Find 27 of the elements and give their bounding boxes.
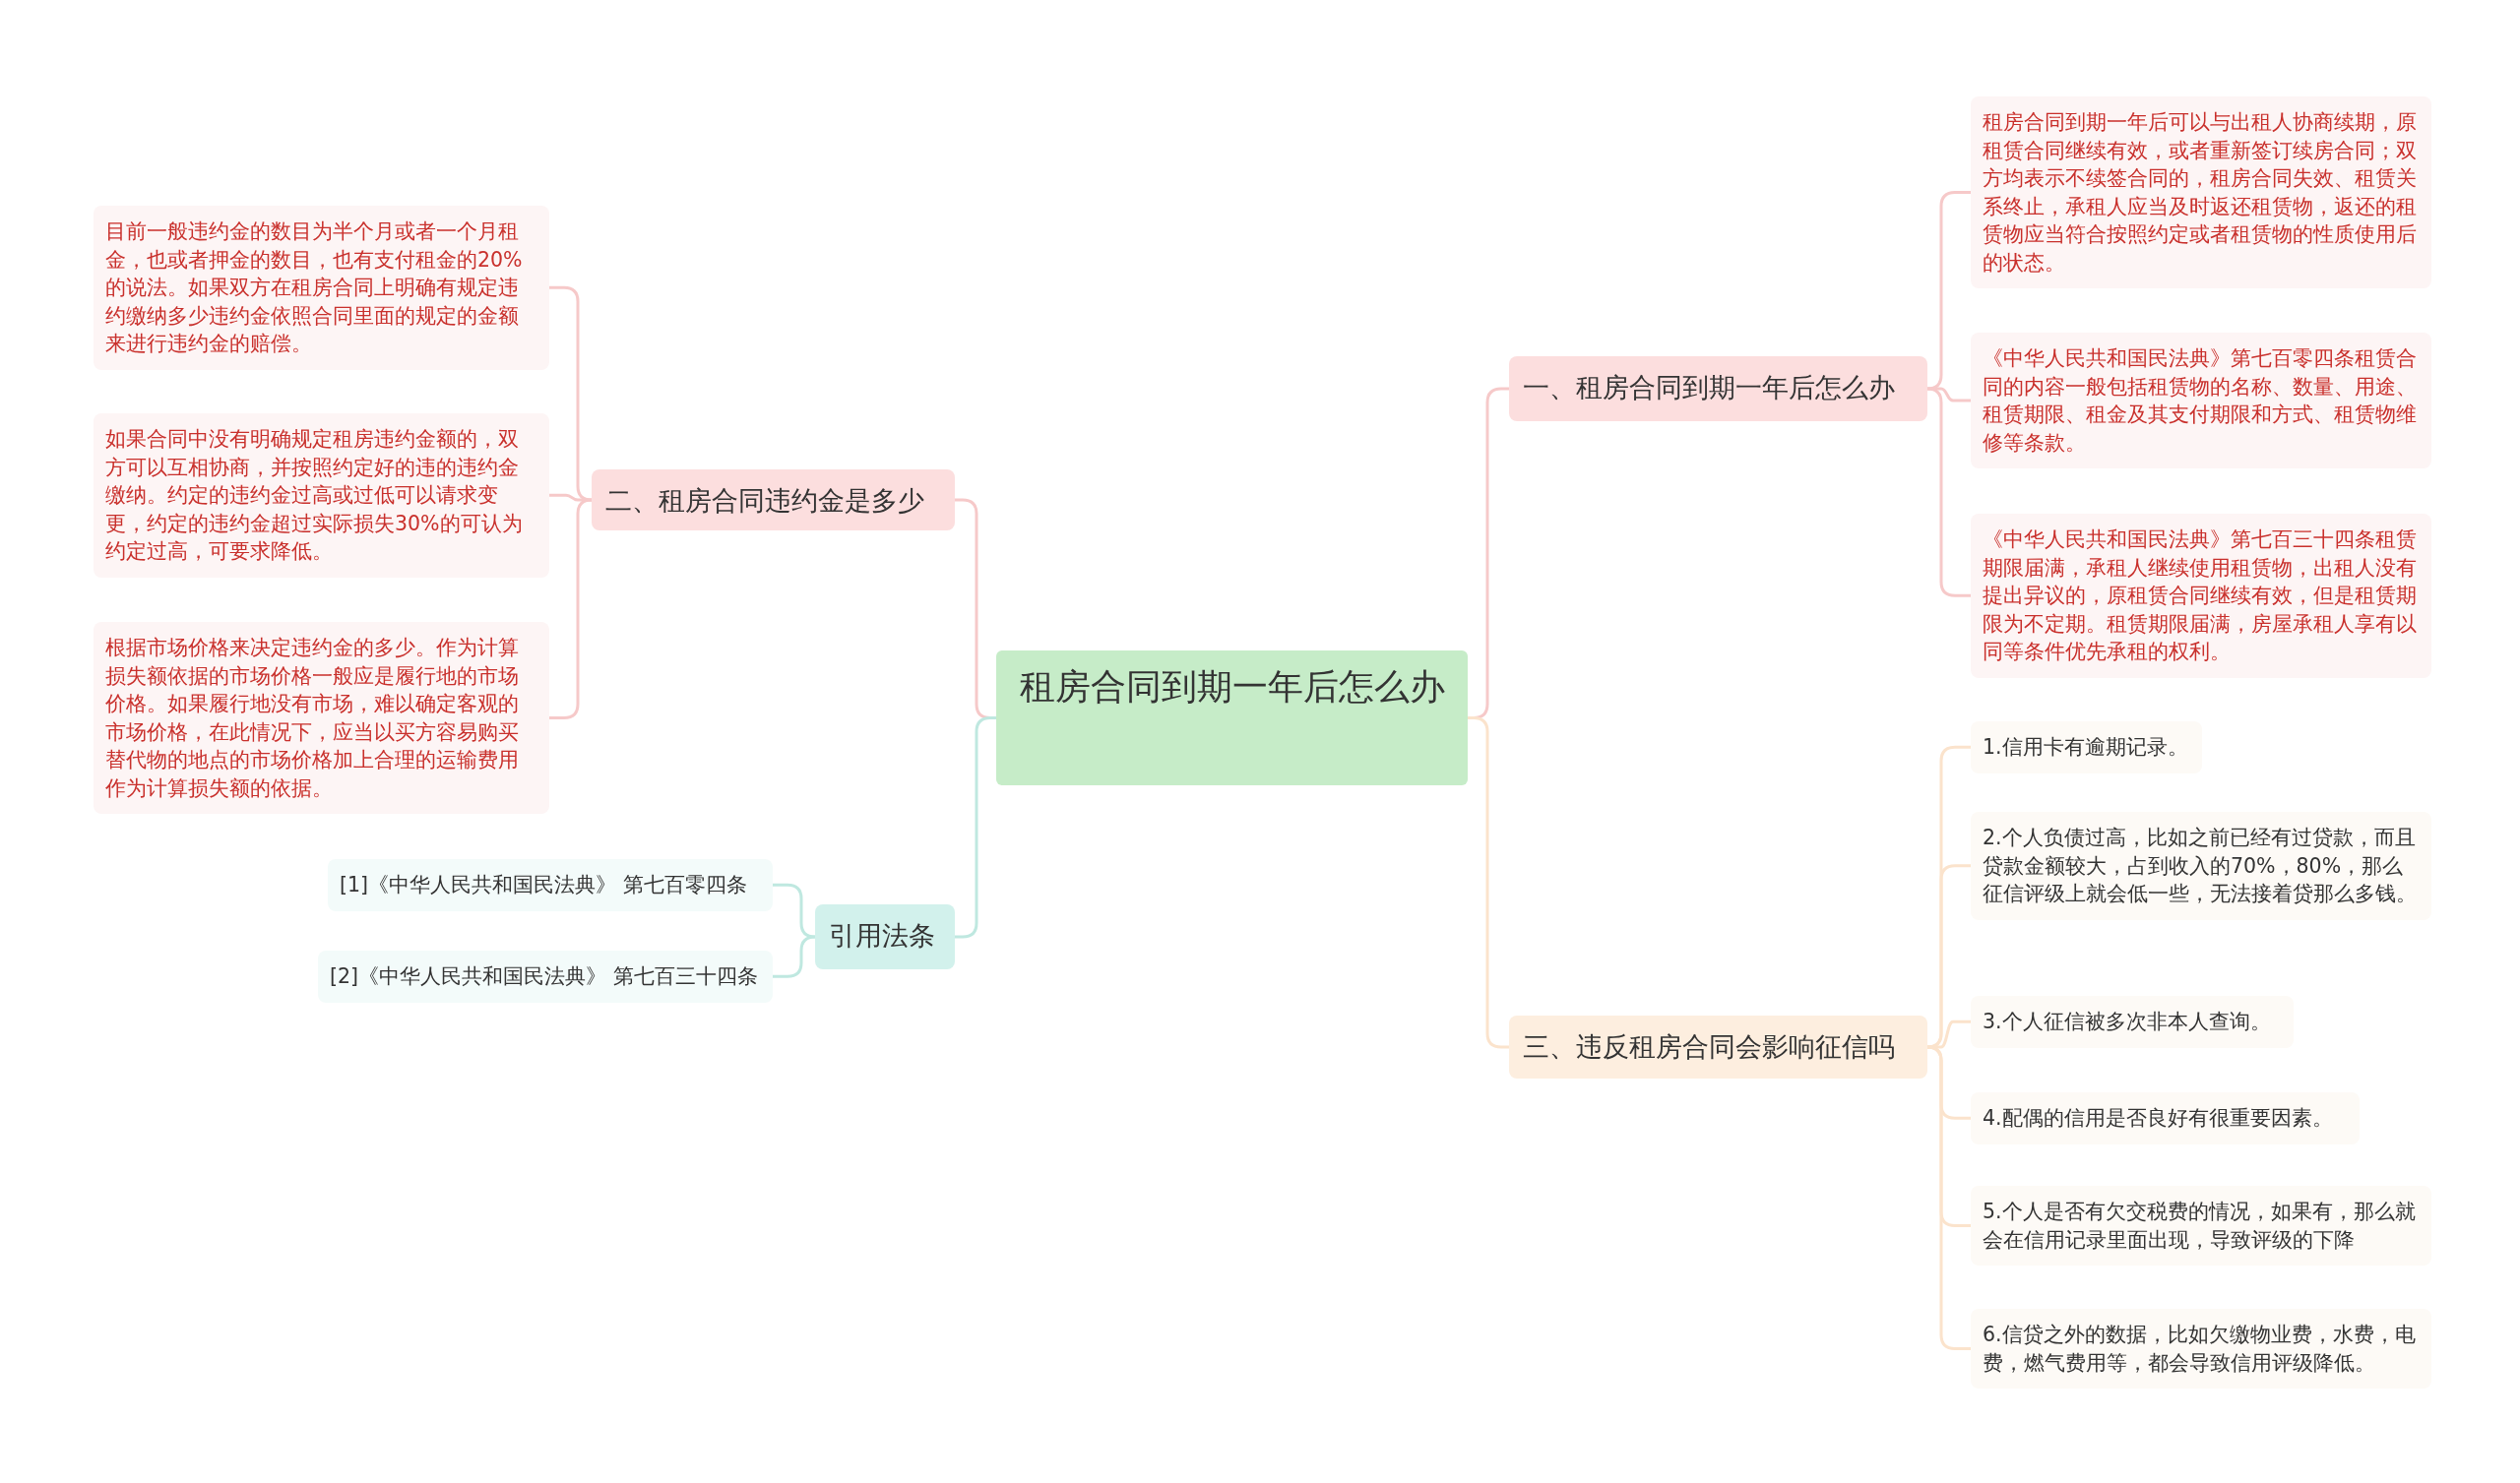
connector-line (549, 285, 594, 502)
leaf-topic: 《中华人民共和国民法典》第七百三十四条租赁期限届满，承租人继续使用租赁物，出租人没有提出异议的，原租赁合同继续有效，但是租赁期限为不定期。租赁期限届满，房屋承租人享有以同等条件优先承租的权利。 (1971, 514, 2431, 678)
connector-line (1925, 387, 1971, 597)
leaf-topic: 2.个人负债过高，比如之前已经有过贷款，而且贷款金额较大，占到收入的70%，80%，那么征信评级上就会低一些，无法接着贷那么多钱。 (1971, 812, 2431, 920)
leaf-topic: 租房合同到期一年后可以与出租人协商续期，原租赁合同继续有效，或者重新签订续房合同；双方均表示不续签合同的，租房合同失效、租赁关系终止，承租人应当及时返还租赁物，返还的租赁物应当符合按照约定或者租赁物的性质使用后的状态。 (1971, 96, 2431, 288)
leaf-topic: 如果合同中没有明确规定租房违约金额的，双方可以互相协商，并按照约定好的违的违约金缴纳。约定的违约金过高或过低可以请求变更，约定的违约金超过实际损失30%的可认为约定过高，可要求降低。 (94, 413, 549, 578)
connector-line (955, 716, 996, 939)
branch-topic: 引用法条 (815, 904, 955, 969)
leaf-topic: [2]《中华人民共和国民法典》 第七百三十四条 (318, 951, 773, 1003)
branch-topic: 一、租房合同到期一年后怎么办 (1509, 356, 1927, 421)
connector-line (1468, 716, 1509, 1049)
branch-topic: 二、租房合同违约金是多少 (592, 469, 955, 530)
connector-line (549, 498, 594, 719)
connector-line (1925, 191, 1971, 391)
leaf-topic: 3.个人征信被多次非本人查询。 (1971, 996, 2294, 1048)
leaf-topic: 目前一般违约金的数目为半个月或者一个月租金，也或者押金的数目，也有支付租金的20%的说法。如果双方在租房合同上明确有规定违约缴纳多少违约金依照合同里面的规定的金额来进行违约金的赔偿。 (94, 206, 549, 370)
leaf-topic: 5.个人是否有欠交税费的情况，如果有，那么就会在信用记录里面出现，导致评级的下降 (1971, 1186, 2431, 1266)
leaf-topic: [1]《中华人民共和国民法典》 第七百零四条 (328, 859, 773, 911)
leaf-topic: 6.信贷之外的数据，比如欠缴物业费，水费，电费，燃气费用等，都会导致信用评级降低。 (1971, 1309, 2431, 1389)
connector-line (773, 883, 817, 939)
leaf-topic: 《中华人民共和国民法典》第七百零四条租赁合同的内容一般包括租赁物的名称、数量、用途、租赁期限、租金及其支付期限和方式、租赁物维修等条款。 (1971, 333, 2431, 468)
branch-topic: 三、违反租房合同会影响征信吗 (1509, 1016, 1927, 1079)
central-topic: 租房合同到期一年后怎么办 (996, 650, 1468, 785)
connector-line (773, 935, 817, 978)
leaf-topic: 1.信用卡有逾期记录。 (1971, 721, 2202, 773)
leaf-topic: 根据市场价格来决定违约金的多少。作为计算损失额依据的市场价格一般应是履行地的市场价格。如果履行地没有市场，难以确定客观的市场价格，在此情况下，应当以买方容易购买替代物的地点的市场价格加上合理的运输费用作为计算损失额的依据。 (94, 622, 549, 814)
leaf-topic: 4.配偶的信用是否良好有很重要因素。 (1971, 1092, 2360, 1144)
